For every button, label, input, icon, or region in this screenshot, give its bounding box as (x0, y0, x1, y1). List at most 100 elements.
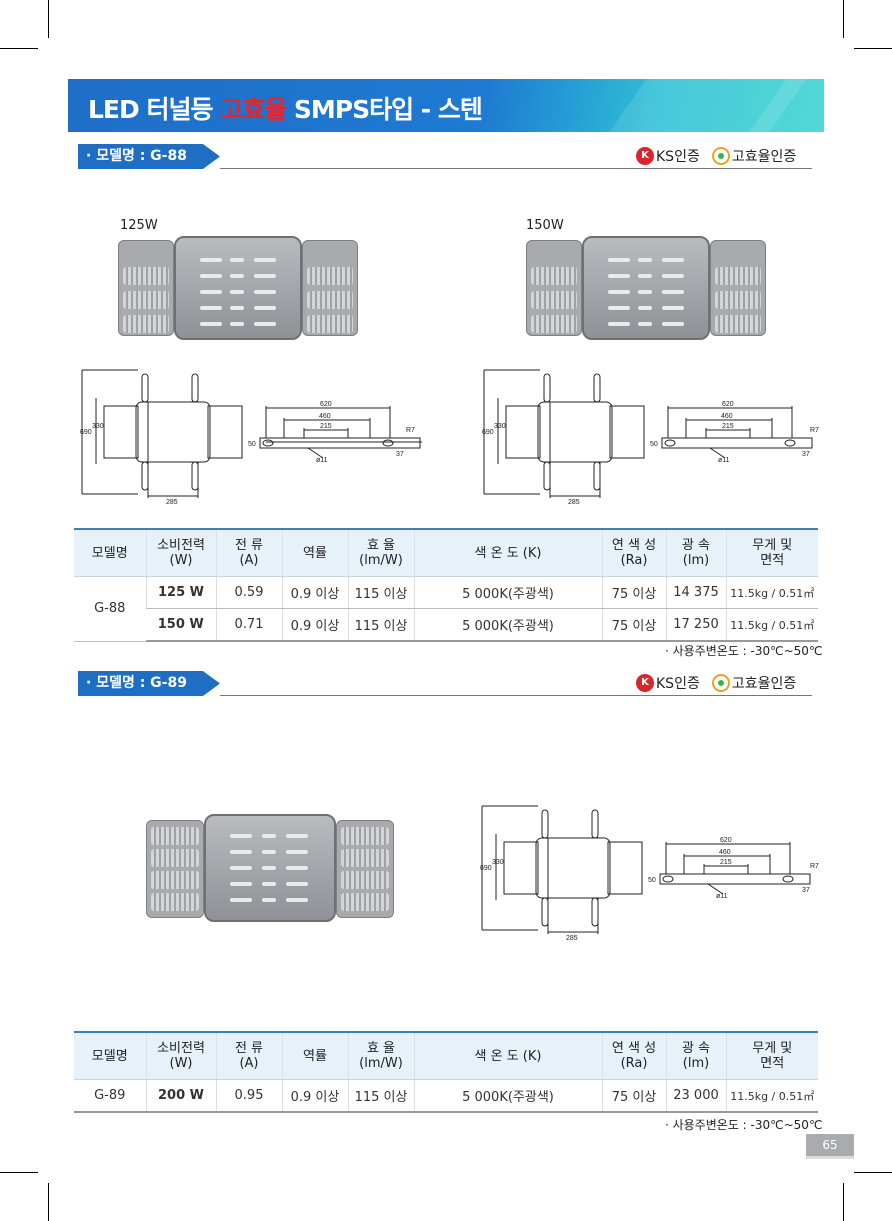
cell-power: 125 W (145, 576, 216, 609)
header-cri: 연 색 성(Ra) (601, 528, 666, 577)
ks-cert-label: KS인증 (656, 676, 700, 692)
crop-mark (843, 1183, 844, 1221)
lamp-photo-g89 (146, 814, 394, 922)
table-header-row: 모델명 소비전력(W) 전 류(A) 역률 효 율(lm/W) 색 온 도 (K… (74, 1031, 818, 1080)
spec-table-g89: 모델명 소비전력(W) 전 류(A) 역률 효 율(lm/W) 색 온 도 (K… (74, 1031, 818, 1113)
svg-text:285: 285 (566, 935, 578, 942)
svg-text:37: 37 (802, 451, 810, 458)
crop-mark (0, 1172, 38, 1173)
svg-text:ø11: ø11 (716, 893, 728, 900)
svg-text:330: 330 (494, 423, 506, 430)
table-row: 150 W 0.71 0.9 이상 115 이상 5 000K(주광색) 75 … (74, 608, 818, 642)
cell-power: 200 W (145, 1079, 216, 1113)
cell-weight: 11.5kg / 0.51㎡ (725, 608, 818, 642)
tech-drawing-125w: 620 460 215 R7 37 50 ø11 690 330 285 (78, 366, 426, 510)
header-flux: 광 속(lm) (665, 528, 726, 577)
model-tag-g89: · 모델명 : G-89 (78, 671, 220, 696)
header-flux: 광 속(lm) (665, 1031, 726, 1080)
cell-weight: 11.5kg / 0.51㎡ (725, 576, 818, 609)
cell-cct: 5 000K(주광색) (413, 576, 602, 609)
cell-model: G-88 (74, 576, 146, 642)
cell-flux: 14 375 (665, 576, 726, 609)
cell-weight: 11.5kg / 0.51㎡ (725, 1079, 818, 1113)
efficiency-mark-icon (711, 674, 730, 692)
table-header-row: 모델명 소비전력(W) 전 류(A) 역률 효 율(lm/W) 색 온 도 (K… (74, 528, 818, 577)
eff-cert-label: 고효율인증 (731, 149, 797, 165)
title-highlight: 고효율 (220, 95, 287, 124)
cell-cct: 5 000K(주광색) (413, 1079, 602, 1113)
cell-cri: 75 이상 (601, 576, 666, 609)
svg-text:620: 620 (320, 401, 332, 408)
header-current: 전 류(A) (215, 528, 282, 577)
svg-text:215: 215 (720, 859, 732, 866)
cell-cct: 5 000K(주광색) (413, 608, 602, 642)
ks-mark-icon: K (636, 147, 654, 165)
svg-text:330: 330 (492, 859, 504, 866)
eff-cert-label: 고효율인증 (731, 676, 797, 692)
svg-text:690: 690 (480, 865, 492, 872)
svg-text:50: 50 (648, 877, 656, 884)
cell-cri: 75 이상 (601, 608, 666, 642)
ks-mark-icon: K (636, 674, 654, 692)
svg-text:620: 620 (722, 401, 734, 408)
variant-label-150w: 150W (526, 218, 564, 233)
svg-text:285: 285 (568, 499, 580, 506)
svg-text:620: 620 (720, 837, 732, 844)
svg-text:460: 460 (319, 413, 331, 420)
crop-mark (843, 0, 844, 38)
cell-current: 0.71 (215, 608, 282, 642)
svg-text:50: 50 (650, 441, 658, 448)
cell-efficiency: 115 이상 (347, 608, 414, 642)
svg-text:R7: R7 (406, 427, 415, 434)
header-cri: 연 색 성(Ra) (601, 1031, 666, 1080)
cell-pf: 0.9 이상 (281, 1079, 348, 1113)
divider (220, 695, 812, 696)
lamp-photo-125w (118, 236, 358, 340)
cell-pf: 0.9 이상 (281, 576, 348, 609)
cell-flux: 23 000 (665, 1079, 726, 1113)
lamp-photo-150w (526, 236, 766, 340)
svg-text:460: 460 (721, 413, 733, 420)
cell-pf: 0.9 이상 (281, 608, 348, 642)
header-pf: 역률 (281, 528, 348, 577)
svg-text:285: 285 (166, 499, 178, 506)
temperature-note: · 사용주변온도 : -30℃~50℃ (665, 644, 823, 658)
svg-text:R7: R7 (810, 863, 819, 870)
header-model: 모델명 (74, 528, 146, 577)
cell-power: 150 W (146, 608, 216, 642)
cell-efficiency: 115 이상 (347, 576, 414, 609)
page-number: 65 (806, 1134, 854, 1156)
cell-flux: 17 250 (665, 608, 726, 642)
svg-text:690: 690 (80, 429, 92, 436)
crop-mark (854, 1172, 892, 1173)
svg-text:ø11: ø11 (718, 457, 730, 464)
svg-text:460: 460 (719, 849, 731, 856)
header-efficiency: 효 율(lm/W) (347, 1031, 414, 1080)
table-row: G-88 125 W 0.59 0.9 이상 115 이상 5 000K(주광색… (74, 576, 818, 642)
tech-drawing-g89: 620 460 215 R7 37 50 ø11 690 330 285 (478, 802, 822, 946)
header-cct: 색 온 도 (K) (413, 528, 602, 577)
svg-text:215: 215 (722, 423, 734, 430)
header-power: 소비전력(W) (145, 528, 216, 577)
cell-efficiency: 115 이상 (347, 1079, 414, 1113)
header-efficiency: 효 율(lm/W) (347, 528, 414, 577)
cell-model: G-89 (74, 1079, 146, 1113)
ks-cert-label: KS인증 (656, 149, 700, 165)
header-pf: 역률 (281, 1031, 348, 1080)
cell-current: 0.59 (215, 576, 282, 609)
svg-text:50: 50 (248, 441, 256, 448)
header-current: 전 류(A) (215, 1031, 282, 1080)
svg-text:37: 37 (396, 451, 404, 458)
model-tag-g88: · 모델명 : G-88 (78, 144, 220, 169)
header-cct: 색 온 도 (K) (413, 1031, 602, 1080)
drawing-svg: 620 460 215 R7 37 50 ø11 690 330 285 (480, 805, 819, 942)
header-model: 모델명 (74, 1031, 146, 1080)
drawing-svg: 620 460 215 R7 37 50 ø11 690 330 285 (482, 369, 819, 506)
divider (220, 168, 812, 169)
svg-text:R7: R7 (810, 427, 819, 434)
cell-current: 0.95 (215, 1079, 282, 1113)
svg-text:215: 215 (320, 423, 332, 430)
